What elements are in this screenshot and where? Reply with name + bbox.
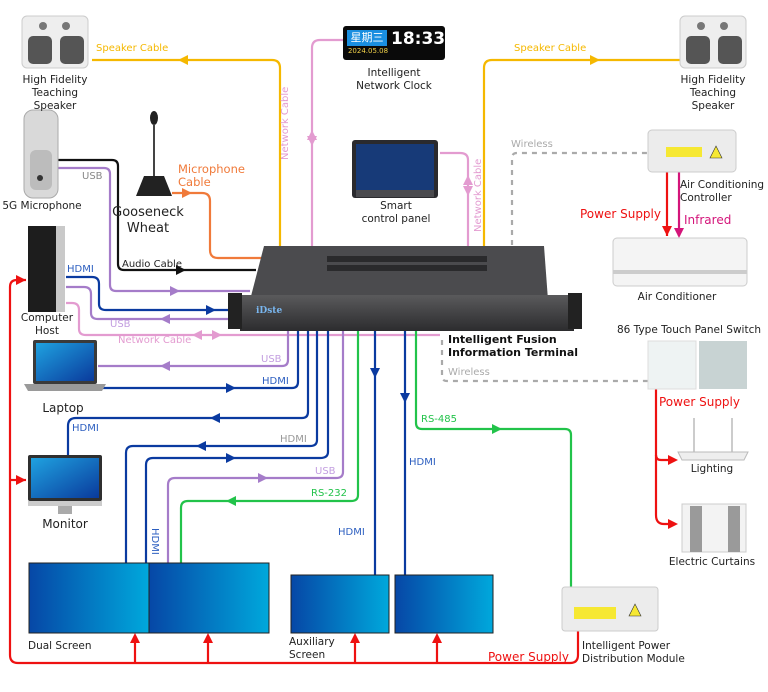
audio-cable-label: Audio Cable <box>122 259 182 270</box>
curtains-label: Electric Curtains <box>668 556 756 568</box>
clock-weekday: 星期三 <box>350 31 384 44</box>
monitor-hdmi-label: HDMI <box>72 423 99 434</box>
dual-hdmi-cable-1 <box>124 330 319 563</box>
dual-hdmi-1-label: HDMI <box>280 434 307 445</box>
touch-switch-label: 86 Type Touch Panel Switch <box>616 324 761 336</box>
rs485-label: RS-485 <box>421 414 457 425</box>
gooseneck-label: Gooseneck Wheat <box>112 205 184 236</box>
microphone-cable-label: Microphone Cable <box>178 162 245 189</box>
main-power-label: Power Supply <box>488 650 569 664</box>
main-power-line <box>8 278 580 665</box>
computer-host-image <box>28 226 65 312</box>
dual-usb-cable <box>166 330 345 563</box>
terminal-brand: iDste <box>256 306 283 316</box>
speaker-right-label: High Fidelity Teaching Speaker <box>680 74 746 112</box>
speaker-cable-right <box>482 58 682 250</box>
speaker-right-image <box>679 15 747 69</box>
computer-host-label: Computer Host <box>20 312 74 337</box>
speaker-cable-left <box>92 58 282 250</box>
ac-power-label: Power Supply <box>580 207 661 221</box>
speaker-left-label: High Fidelity Teaching Speaker <box>22 74 88 112</box>
fusion-terminal-image <box>228 246 582 331</box>
clock-label: Intelligent Network Clock <box>356 67 432 92</box>
dual-hdmi-cable-2 <box>144 330 330 563</box>
ac-infrared-label: Infrared <box>684 213 732 227</box>
power-module-label: Intelligent Power Distribution Module <box>582 640 685 665</box>
aux-hdmi-2-label: HDMI <box>409 457 436 468</box>
air-conditioner-image <box>612 237 748 287</box>
host-usb-label: USB <box>110 319 131 330</box>
laptop-label: Laptop <box>42 401 84 415</box>
mic-black-cable <box>55 158 256 272</box>
speaker-left-image <box>21 15 89 69</box>
microphone-5g-label: 5G Microphone <box>2 200 82 212</box>
rs485-cable <box>414 330 573 588</box>
laptop-hdmi-label: HDMI <box>262 376 289 387</box>
clock-network-label: Network Cable <box>280 86 291 160</box>
control-panel-label: Smart control panel <box>361 200 431 225</box>
clock-date: 2024.05.08 <box>347 47 389 55</box>
switch-power-line <box>654 388 668 526</box>
panel-network-cable <box>440 151 470 250</box>
ac-controller-image <box>647 129 737 173</box>
clock-network-cable <box>310 38 344 250</box>
curtains-image <box>681 503 747 553</box>
auxiliary-screen-image <box>290 574 494 634</box>
dual-screen-image <box>28 562 270 634</box>
monitor-label: Monitor <box>42 517 88 531</box>
laptop-usb-label: USB <box>261 354 282 365</box>
terminal-label: Intelligent Fusion Information Terminal <box>448 333 579 359</box>
touch-switch-image <box>647 340 747 390</box>
panel-network-label: Network Cable <box>473 158 484 232</box>
speaker-cable-left-label: Speaker Cable <box>96 43 169 54</box>
dual-hdmi-2-label: HDMI <box>149 528 160 555</box>
dual-screen-label: Dual Screen <box>28 640 92 652</box>
lighting-image <box>677 418 749 461</box>
wireless-ac-label: Wireless <box>511 139 553 150</box>
laptop-image <box>24 340 106 391</box>
microphone-cable <box>172 191 262 260</box>
dual-rs232-cable <box>179 330 360 563</box>
mic-usb-cable <box>55 166 250 293</box>
power-module-image <box>561 586 659 632</box>
host-hdmi-label: HDMI <box>67 264 94 275</box>
laptop-hdmi-cable <box>98 330 300 390</box>
network-clock-image <box>343 26 445 60</box>
lighting-label: Lighting <box>690 463 734 475</box>
monitor-hdmi-cable <box>66 330 310 458</box>
air-conditioner-label: Air Conditioner <box>637 291 717 303</box>
host-network-label: Network Cable <box>118 335 192 346</box>
laptop-usb-cable <box>98 330 290 368</box>
monitor-image <box>28 455 102 514</box>
dual-usb-label: USB <box>315 466 336 477</box>
gooseneck-mic-image <box>136 111 172 196</box>
host-hdmi-cable <box>66 275 240 312</box>
microphone-5g-image <box>23 109 59 199</box>
wireless-switch-line <box>440 340 648 383</box>
mic-usb-label: USB <box>82 171 103 182</box>
control-panel-image <box>352 140 438 198</box>
host-usb-cable <box>66 285 240 321</box>
clock-time: 18:33 <box>391 29 446 49</box>
wireless-switch-label: Wireless <box>448 367 490 378</box>
switch-power-label: Power Supply <box>659 395 740 409</box>
host-network-cable <box>66 301 440 337</box>
aux-hdmi-1-label: HDMI <box>338 527 365 538</box>
ac-controller-label: Air Conditioning Controller <box>680 179 765 204</box>
wireless-ac-line <box>510 151 652 245</box>
auxiliary-screen-label: Auxiliary Screen <box>289 636 335 661</box>
dual-rs232-label: RS-232 <box>311 488 347 499</box>
speaker-cable-right-label: Speaker Cable <box>514 43 587 54</box>
arrowheads <box>16 55 684 643</box>
